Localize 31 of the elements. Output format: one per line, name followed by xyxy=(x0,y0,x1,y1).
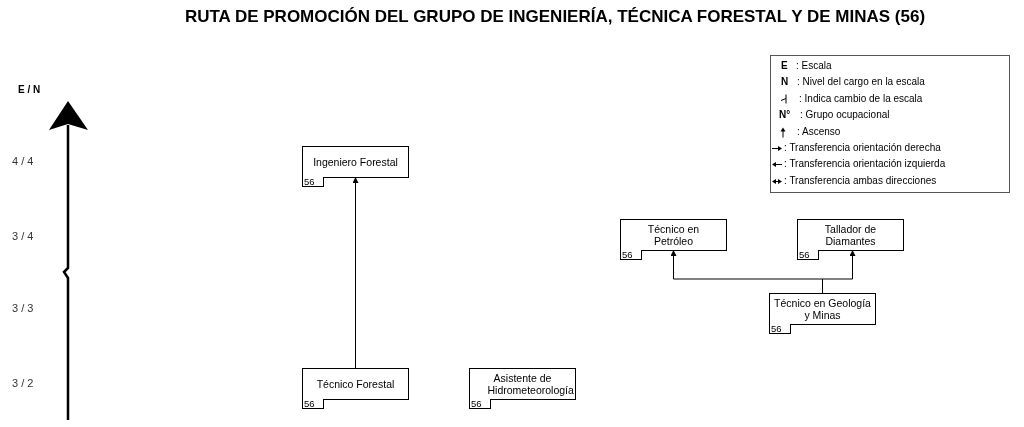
legend-text: : Grupo ocupacional xyxy=(800,109,890,120)
job-title-box: Asistente de Hidrometeorología xyxy=(469,368,576,400)
group-code-box: 56 xyxy=(769,324,791,334)
group-code-box: 56 xyxy=(302,177,324,187)
level-label: 3 / 2 xyxy=(12,377,34,389)
axis-label: E / N xyxy=(18,84,41,95)
level-label: 3 / 3 xyxy=(12,302,34,314)
diagram-title: RUTA DE PROMOCIÓN DEL GRUPO DE INGENIERÍA, TÉCNICA FORESTAL Y DE MINAS (56) xyxy=(183,6,927,27)
job-title-box: Ingeniero Forestal xyxy=(302,146,409,178)
group-code-box: 56 xyxy=(469,399,491,409)
legend-text: : Nivel del cargo en la escala xyxy=(797,76,925,87)
legend-key: N xyxy=(781,76,789,87)
arrow xyxy=(352,177,359,369)
group-code-box: 56 xyxy=(302,399,324,409)
job-title-box: Técnico Forestal xyxy=(302,368,409,400)
job-title-box: Técnico en Geología y Minas xyxy=(769,293,876,325)
legend-text: : Transferencia orientación izquierda xyxy=(784,158,946,169)
legend-key: E xyxy=(781,60,788,71)
level-label: 3 / 4 xyxy=(12,230,34,242)
job-title-box: Tallador de Diamantes xyxy=(797,219,904,251)
legend-key: N° xyxy=(779,109,791,120)
legend-text: : Transferencia orientación derecha xyxy=(784,142,941,153)
arrow xyxy=(822,250,856,294)
job-title-box: Técnico en Petróleo xyxy=(620,219,727,251)
legend-text: : Escala xyxy=(796,60,832,71)
legend-text: : Indica cambio de la escala xyxy=(799,93,923,104)
level-label: 4 / 4 xyxy=(12,155,34,167)
legend-text: : Transferencia ambas direcciones xyxy=(784,175,937,186)
legend-text: : Ascenso xyxy=(797,126,841,137)
group-code-box: 56 xyxy=(620,250,642,260)
group-code-box: 56 xyxy=(797,250,819,260)
